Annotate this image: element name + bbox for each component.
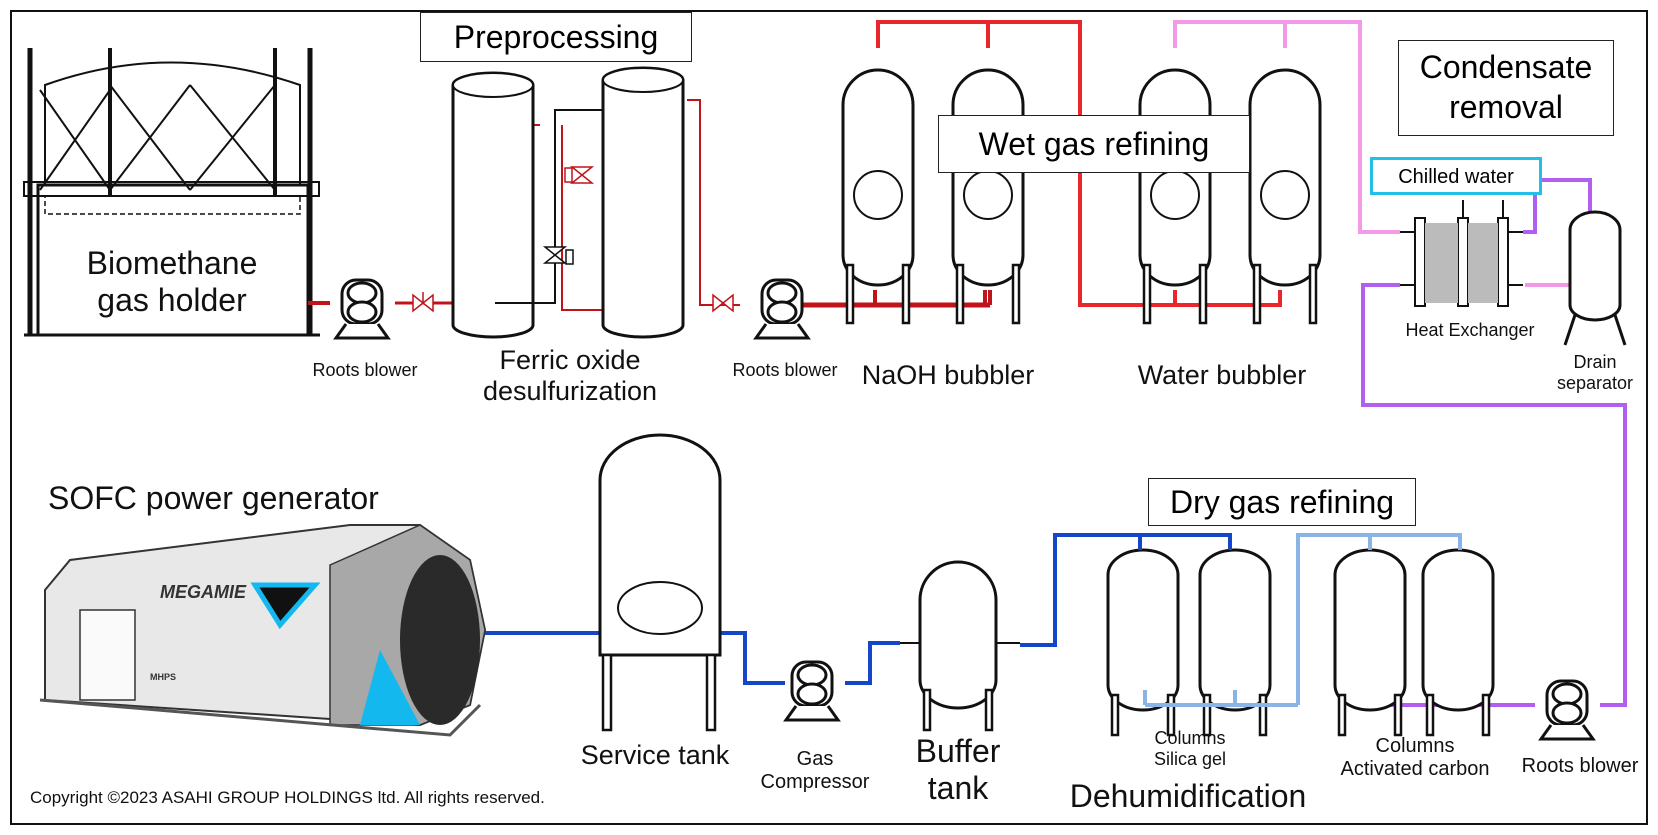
service-tank-label: Service tank [580,740,730,770]
silica-gel-label: Columns Silica gel [1120,728,1260,769]
pink-pipes [1173,20,1570,287]
gas-holder [23,48,320,337]
sofc-maker-text: MHPS [150,672,177,682]
condensate-line2: removal [1449,89,1563,125]
gas-compressor-line2: Compressor [760,771,870,793]
lightblue-pipes [1143,533,1462,707]
sofc-label: SOFC power generator [48,480,379,516]
gas-compressor-line1: Gas [796,748,834,770]
ferric-oxide-label: Ferric oxide desulfurization [470,345,670,407]
buffer-line1: Buffer [915,733,1001,769]
dry-gas-refining-title: Dry gas refining [1148,478,1416,526]
ferric-line1: Ferric oxide [499,345,641,375]
condensate-removal-title: Condensate removal [1398,40,1614,136]
roots-blower-1-label: Roots blower [312,360,418,380]
gas-compressor-icon [784,660,840,722]
silica-column-1 [1106,548,1180,737]
naoh-bubbler-label: NaOH bubbler [861,360,1035,390]
drain-separator [1568,210,1622,322]
drain-line2: separator [1556,372,1634,393]
gas-holder-label: Biomethane gas holder [72,245,272,319]
carbon-column-2 [1421,548,1495,737]
condensate-line1: Condensate [1419,49,1593,85]
gas-compressor-label: Gas Compressor [735,748,895,794]
heat-exchanger [1400,200,1523,307]
water-bubbler-tank-2 [1248,68,1322,325]
roots-blower-2-label: Roots blower [732,360,838,380]
gas-holder-line2: gas holder [97,281,247,318]
sofc-generator [39,524,487,737]
carbon-line1: Columns [1375,735,1455,757]
carbon-column-1 [1333,548,1407,737]
heat-exchanger-label: Heat Exchanger [1405,320,1535,340]
silica-line2: Silica gel [1153,748,1227,769]
preprocessing-title: Preprocessing [420,12,692,62]
water-bubbler-tank-1 [1138,68,1212,325]
silica-column-2 [1198,548,1272,737]
roots-blower-3-label: Roots blower [1521,755,1639,777]
service-tank [598,433,722,732]
water-bubbler-label: Water bubbler [1137,360,1307,390]
carbon-line2: Activated carbon [1340,758,1490,780]
activated-carbon-label: Columns Activated carbon [1320,735,1510,781]
diagram-frame [10,10,1648,825]
silica-line1: Columns [1154,728,1226,748]
roots-blower-3-icon [1539,679,1595,741]
buffer-line2: tank [927,769,989,806]
wet-gas-refining-title: Wet gas refining [938,115,1250,173]
chilled-water-box: Chilled water [1370,157,1542,195]
copyright-text: Copyright ©2023 ASAHI GROUP HOLDINGS ltd… [30,788,545,807]
buffer-tank [900,560,1020,732]
roots-blower-1-icon [334,278,390,340]
drain-separator-label: Drain separator [1545,352,1645,393]
naoh-bubbler-tank-1 [841,68,915,325]
buffer-tank-label: Buffer tank [898,733,1018,807]
roots-blower-2-icon [754,278,810,340]
ferric-line2: desulfurization [482,376,658,407]
drain-line1: Drain [1573,352,1617,372]
gas-holder-line1: Biomethane [86,245,258,281]
blue-pipes [485,533,1232,685]
dehumidification-label: Dehumidification [1069,778,1307,814]
ferric-oxide-towers [412,66,734,339]
sofc-brand-text: MEGAMIE [160,582,247,602]
naoh-bubbler-tank-2 [951,68,1025,325]
